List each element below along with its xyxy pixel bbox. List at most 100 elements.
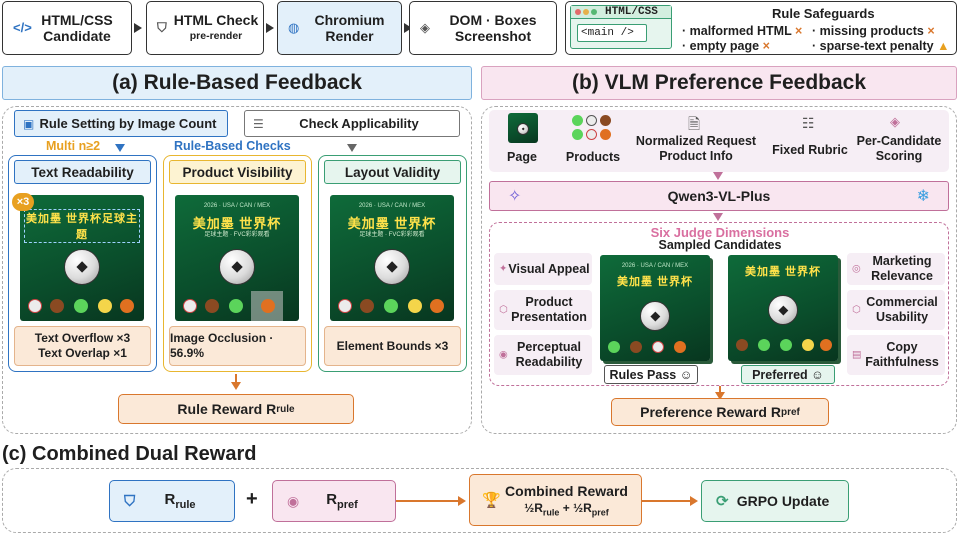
layers-icon: ◈ [890, 114, 900, 129]
candidate-1-title: 美加墨 世界杯 [616, 276, 694, 288]
grpo-update-box: ⟳ GRPO Update [701, 480, 849, 522]
football-icon [600, 115, 611, 126]
sparkle-icon: ✦ [499, 263, 508, 275]
sampled-candidates-label: Sampled Candidates [658, 238, 782, 252]
text-overflow-caption: Text Overflow ×3 [34, 331, 131, 345]
baseball-icon [652, 341, 664, 353]
dim-product-presentation-l2: Presentation [511, 310, 587, 324]
card-text-readability-header: Text Readability [14, 160, 151, 184]
arrow-down-pink [713, 172, 723, 180]
poster-2-tagline: 足球主题 · FVC彩彩观看 [204, 232, 270, 238]
preference-reward-label: Preference Reward R [640, 404, 781, 420]
r-pref-box: ◉ Rpref [272, 480, 396, 522]
arrow-3 [404, 23, 412, 33]
dim-copy-faithfulness-l2: Faithfulness [865, 355, 939, 369]
code-window: HTML/CSS <main /> [570, 5, 672, 49]
candidate-1-subtitle: 2026 · USA / CAN / MEX [621, 263, 689, 269]
formula-a: ½R [524, 500, 543, 515]
dimensions-frame [489, 222, 949, 386]
dim-marketing-relevance-l1: Marketing [872, 254, 932, 268]
target-icon: ◎ [852, 263, 861, 275]
rule-checks-label: Rule-Based Checks [174, 139, 291, 153]
card-text-readability-caption: Text Overflow ×3 Text Overlap ×1 [14, 326, 151, 366]
football-icon [50, 299, 64, 313]
section-a-frame [2, 106, 472, 434]
dim-perceptual-readability-l2: Readability [515, 355, 583, 369]
soccer-ball-icon [517, 123, 529, 135]
candidate-2-title: 美加墨 世界杯 [744, 266, 822, 278]
section-c-title: (c) Combined Dual Reward [2, 443, 257, 465]
dom-line1: DOM · Boxes [449, 12, 537, 28]
image-icon: ▣ [23, 116, 35, 131]
arrow-1 [134, 23, 142, 33]
rules-pass-tag: Rules Pass ☺ [604, 365, 698, 384]
cross-icon: × [927, 24, 935, 38]
text-overlap-caption: Text Overlap ×1 [38, 346, 127, 360]
combined-reward-label: Combined Reward [505, 482, 628, 499]
code-window-titlebar: HTML/CSS [571, 6, 671, 19]
input-scoring-line1: Per-Candidate [856, 134, 942, 148]
green-product-icon [229, 299, 243, 313]
arrow-stem-orange [235, 374, 237, 382]
trophy-icon: 🏆 [482, 492, 501, 509]
html-check-line2: pre-render [189, 30, 243, 42]
checklist-icon: ☰ [253, 116, 264, 131]
card-product-visibility-header: Product Visibility [169, 160, 306, 184]
card-layout-validity-caption: Element Bounds ×3 [324, 326, 461, 366]
plus-sign: + [246, 488, 258, 510]
basketball-icon [674, 341, 686, 353]
volleyball-icon [802, 339, 814, 351]
chromium-line1: Chromium [314, 12, 385, 28]
green-product-icon [780, 339, 792, 351]
dim-commercial-usability-l1: Commercial [866, 295, 938, 309]
arrow-line-c2 [642, 500, 690, 502]
card-layout-validity-header: Layout Validity [324, 160, 461, 184]
soccer-ball-icon [374, 249, 410, 285]
arrow-down-pink-2 [713, 213, 723, 221]
input-request-line2: Product Info [659, 149, 733, 163]
volleyball-icon [408, 299, 422, 313]
section-b-frame [481, 106, 957, 434]
green-product-icon [758, 339, 770, 351]
arrow-stem-orange-b [719, 386, 721, 394]
check-applicability-box: ☰ Check Applicability [244, 110, 460, 137]
qwen-logo-icon: ✧ [508, 188, 522, 205]
input-products-label: Products [565, 150, 621, 164]
arrow-line-c1 [396, 500, 458, 502]
r-pref-sub: pref [337, 499, 358, 511]
baseball-icon [338, 299, 352, 313]
model-label: Qwen3-VL-Plus [667, 188, 771, 204]
basketball-icon [120, 299, 134, 313]
green-product-icon [384, 299, 398, 313]
combined-formula: ½Rrule + ½Rpref [505, 501, 628, 517]
football-icon [205, 299, 219, 313]
arrow-2 [266, 23, 274, 33]
rubric-icon: ☷ [802, 115, 815, 131]
candidate-poster-1: 2026 · USA / CAN / MEX 美加墨 世界杯 [600, 255, 710, 361]
input-scoring-line2: Scoring [875, 149, 923, 163]
code-icon: </> [13, 20, 32, 35]
r-rule-label: R [164, 491, 176, 508]
eye-icon: ◉ [499, 349, 508, 361]
soccer-ball-icon [768, 295, 798, 325]
candidate-poster-2: 美加墨 世界杯 [728, 255, 838, 361]
dim-visual-appeal-label: Visual Appeal [508, 261, 590, 276]
basketball-icon [261, 299, 275, 313]
refresh-icon: ⟳ [716, 493, 729, 510]
cube-icon: ⬡ [499, 304, 508, 316]
page-thumbnail [508, 113, 538, 143]
formula-a-sub: rule [542, 507, 560, 518]
poster-2-subtitle: 2026 · USA / CAN / MEX [203, 203, 271, 209]
poster-1-title: 美加墨 世界杯足球主题 [24, 209, 140, 243]
safeguard-empty: · empty page × [682, 39, 770, 53]
shield-icon: ⛉ [157, 20, 167, 35]
dim-perceptual-readability-l1: Perceptual [517, 340, 581, 354]
check-applicability-label: Check Applicability [299, 116, 419, 131]
poster-3-tagline: 足球主题 · FVC彩彩观看 [359, 232, 425, 238]
